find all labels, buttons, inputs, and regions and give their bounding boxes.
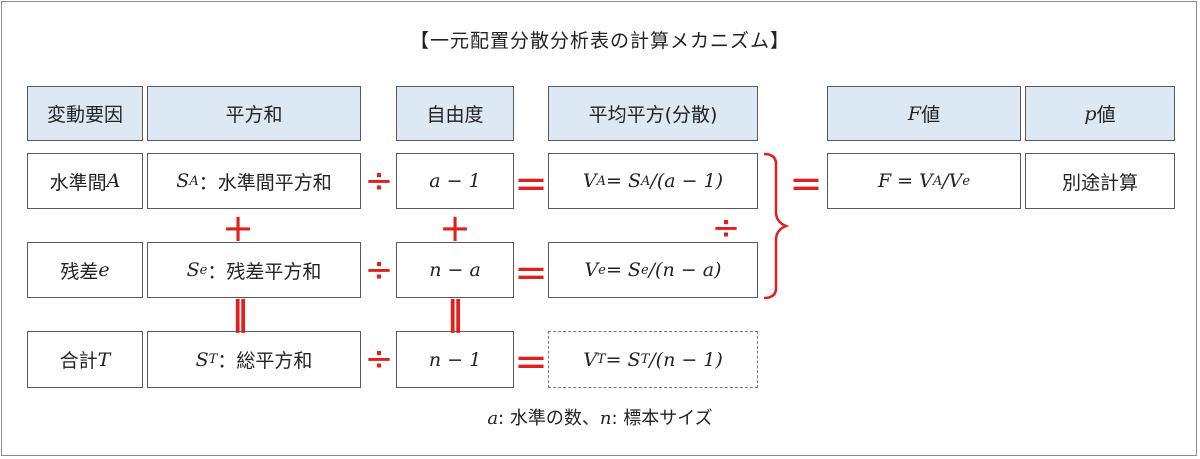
header-mean-square: 平均平方(分散): [548, 86, 758, 141]
divide-operator-row1: ÷: [364, 161, 394, 201]
header-degrees-of-freedom: 自由度: [396, 86, 514, 141]
divide-operator-ms-vertical: ÷: [711, 208, 741, 248]
footnote-n-text: : 標本サイズ: [611, 408, 713, 429]
p-value-cell: 別途計算: [1025, 153, 1175, 209]
header-f-suffix: 値: [921, 104, 941, 126]
header-factor-label: 変動要因: [46, 104, 123, 126]
header-p-symbol: p: [1084, 102, 1097, 125]
header-factor: 変動要因: [27, 86, 143, 141]
plus-operator-df: +: [439, 206, 471, 250]
sum-equals-df: ‖: [446, 294, 464, 334]
footnote-a-text: : 水準の数、: [498, 408, 600, 429]
equals-operator-row2: =: [514, 250, 548, 296]
row-between-df: a − 1: [396, 153, 514, 209]
divide-operator-row2: ÷: [364, 250, 394, 290]
footnote: a: 水準の数、n: 標本サイズ: [0, 404, 1200, 430]
divide-operator-row3: ÷: [364, 339, 394, 379]
header-df-label: 自由度: [426, 104, 484, 126]
footnote-a-symbol: a: [487, 408, 499, 429]
equals-operator-row1: =: [514, 161, 548, 207]
header-f-symbol: F: [907, 102, 922, 125]
equals-operator-f: =: [789, 161, 823, 207]
sum-equals-ss: ‖: [231, 294, 249, 334]
header-sum-of-squares: 平方和: [147, 86, 361, 141]
row-error-df: n − a: [396, 242, 514, 298]
plus-operator-ss: +: [222, 206, 254, 250]
diagram-title: 【一元配置分散分析表の計算メカニズム】: [409, 30, 790, 52]
equals-operator-row3: =: [514, 339, 548, 385]
right-brace: [763, 152, 790, 300]
header-p-suffix: 値: [1096, 104, 1116, 126]
row-total-df: n − 1: [396, 331, 514, 388]
footnote-n-symbol: n: [599, 408, 612, 429]
header-ms-label: 平均平方(分散): [588, 104, 718, 126]
header-ss-label: 平方和: [225, 104, 283, 126]
